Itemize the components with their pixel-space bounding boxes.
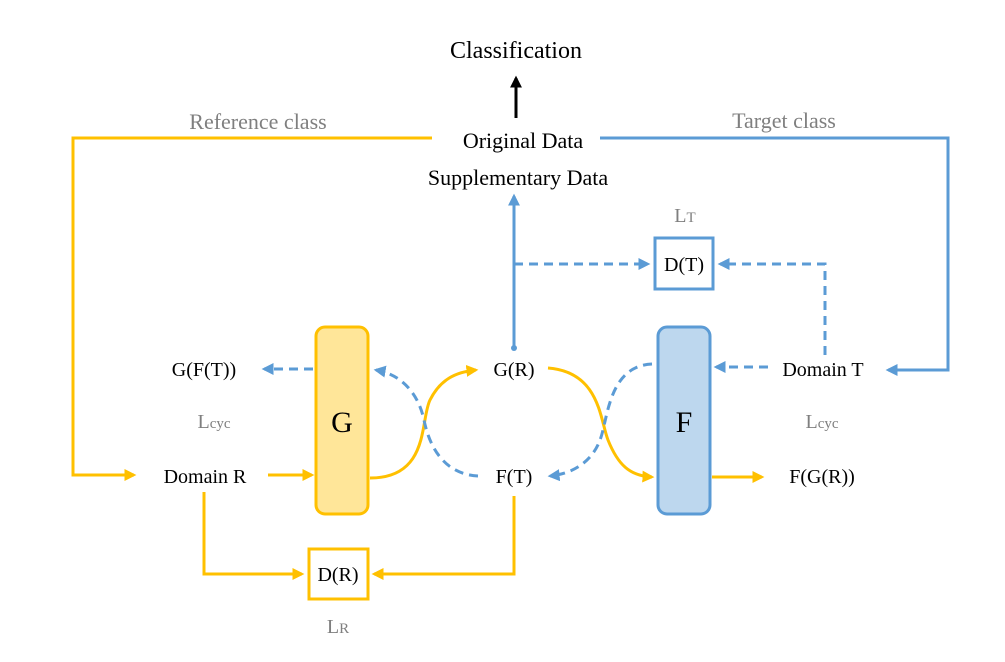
classification-label: Classification <box>450 38 582 64</box>
lcyc-left-label: Lcyc <box>197 411 230 433</box>
reference-class-label: Reference class <box>189 109 326 134</box>
gr-junction-dot <box>511 345 517 351</box>
fgr-label: F(G(R)) <box>789 466 855 488</box>
f-label: F <box>676 406 693 439</box>
g-label: G <box>331 406 353 439</box>
domain-r-label: Domain R <box>164 466 247 488</box>
g-block <box>314 325 370 516</box>
ft-label: F(T) <box>496 466 533 488</box>
gr-to-f-curve <box>547 366 655 483</box>
target-class-path <box>600 136 950 376</box>
domainr-to-dr-path <box>202 492 305 580</box>
lt-label: LT <box>674 205 695 227</box>
f-to-ft-curve <box>547 362 653 482</box>
ft-to-dr-path <box>371 496 516 580</box>
target-class-label: Target class <box>732 108 836 133</box>
ft-to-g-curve <box>373 365 479 478</box>
supplementary-data-label: Supplementary Data <box>428 165 608 190</box>
f-block <box>656 325 712 516</box>
gft-label: G(F(T)) <box>172 359 236 381</box>
dt-box <box>653 236 715 291</box>
reference-class-path <box>71 136 432 481</box>
dr-box <box>307 547 370 601</box>
dt-label: D(T) <box>664 254 704 276</box>
lr-label: LR <box>327 616 349 638</box>
dr-label: D(R) <box>317 564 358 586</box>
domain-t-label: Domain T <box>782 359 863 381</box>
gr-label: G(R) <box>493 359 534 381</box>
domaint-to-dt-dashed <box>717 258 827 355</box>
g-to-gr-curve <box>369 364 479 480</box>
lcyc-right-label: Lcyc <box>805 411 838 433</box>
original-data-label: Original Data <box>463 128 584 153</box>
